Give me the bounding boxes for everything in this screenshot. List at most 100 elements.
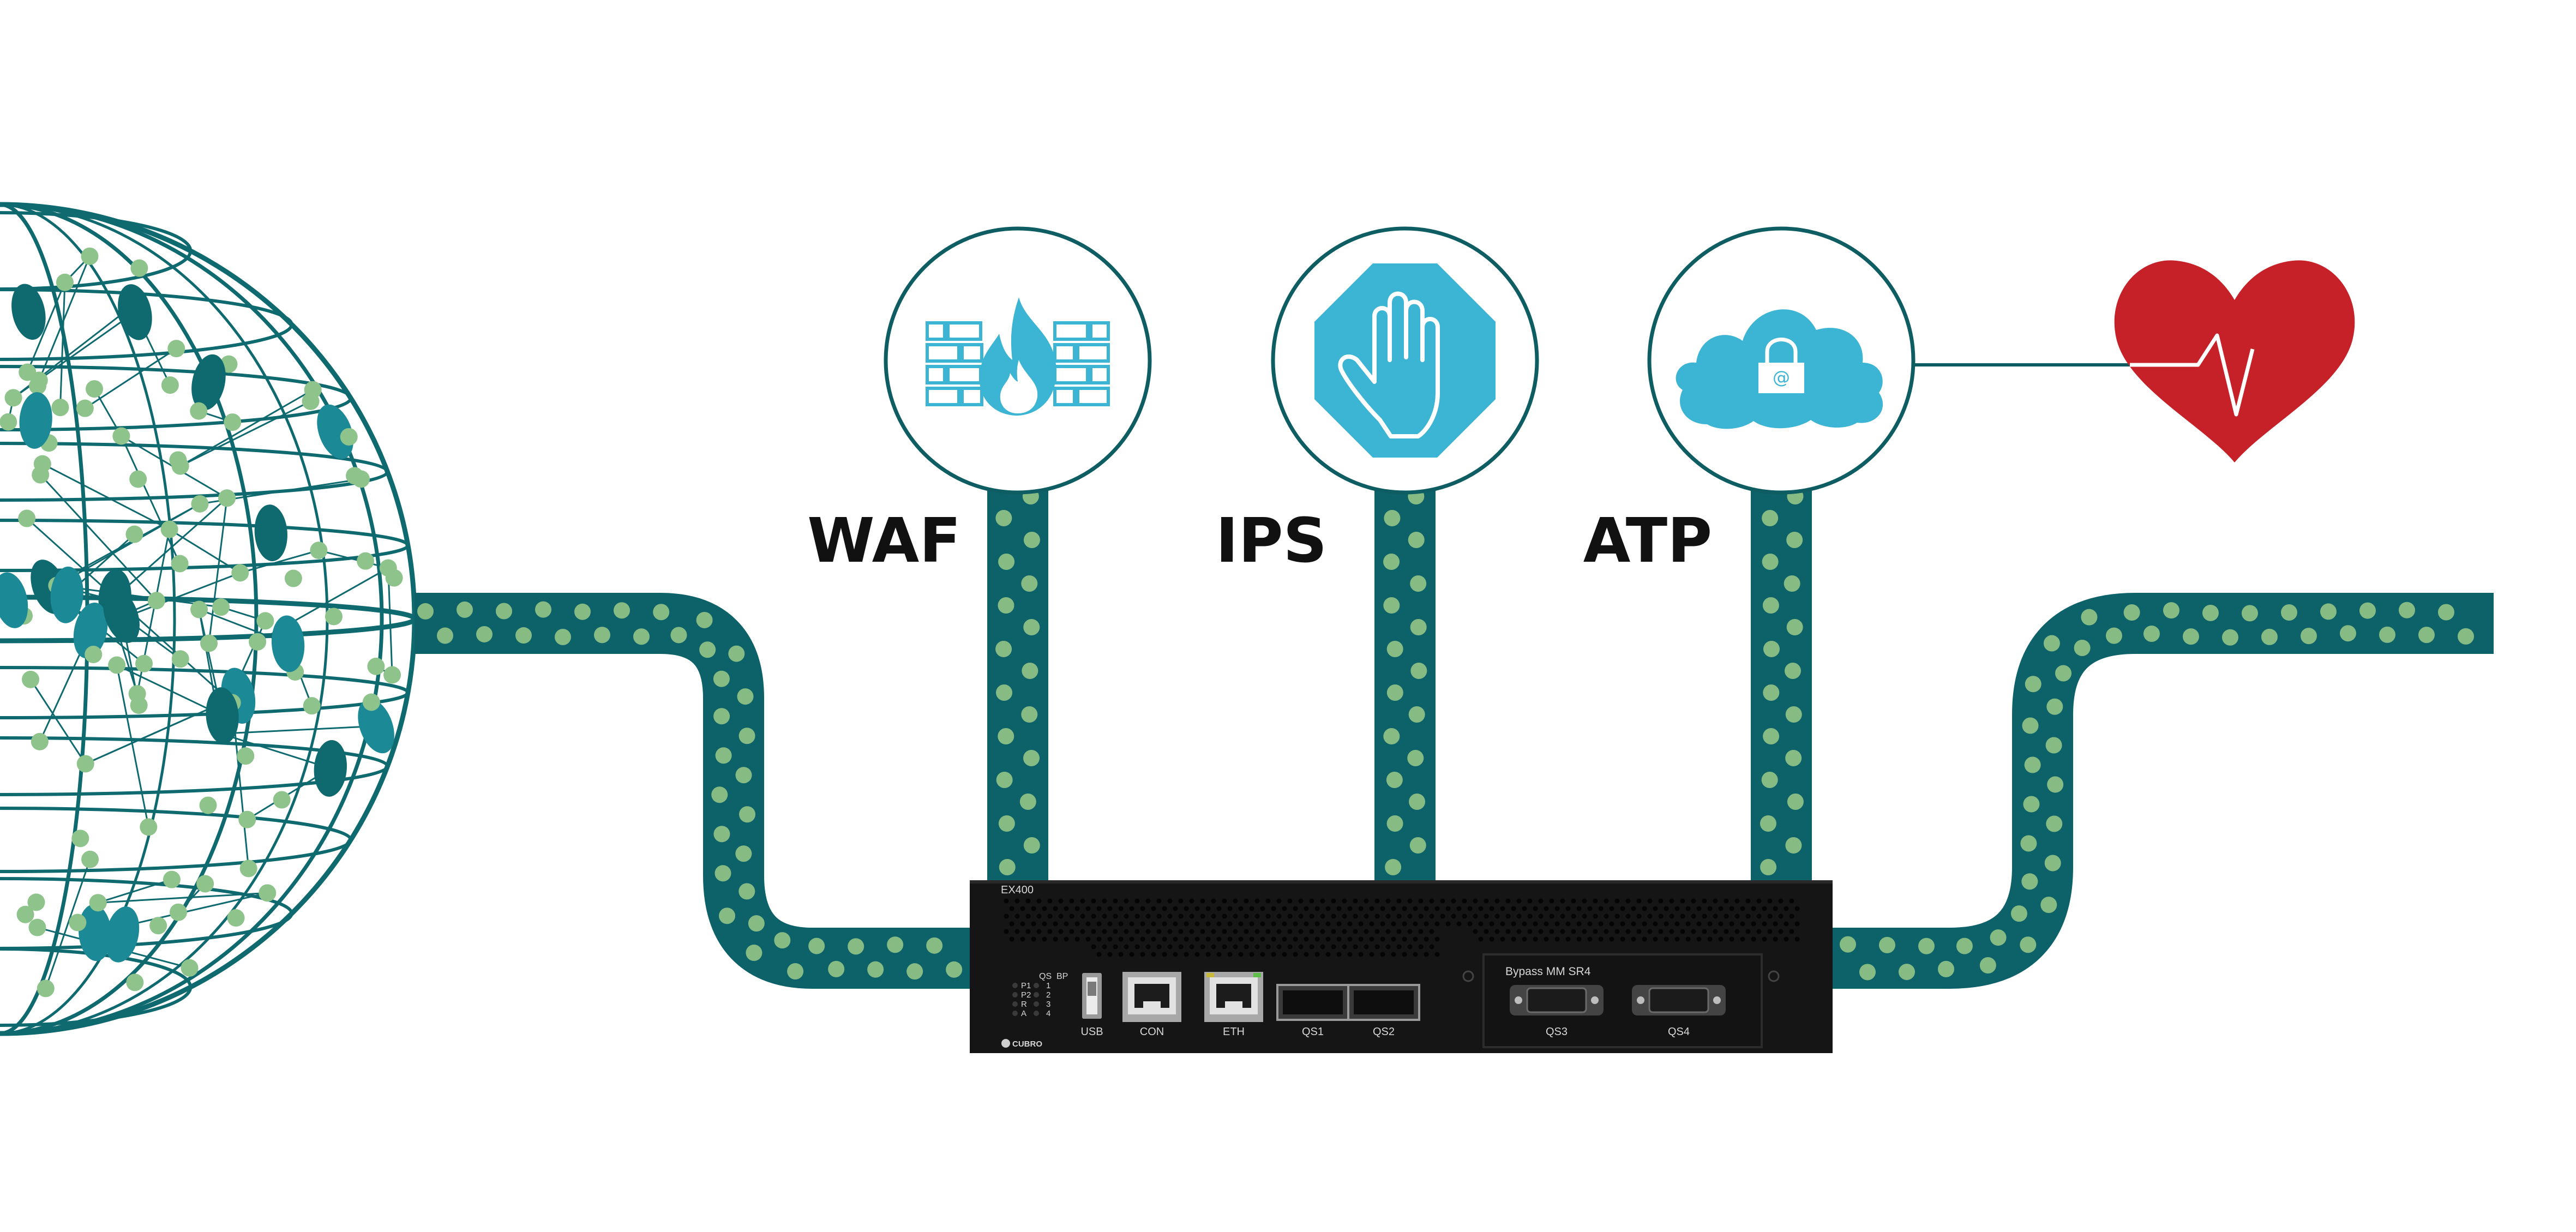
vent-hole xyxy=(1718,906,1724,911)
vent-hole xyxy=(1140,952,1145,957)
vent-hole xyxy=(1298,944,1304,949)
globe-node xyxy=(130,696,148,714)
vent-hole xyxy=(1244,898,1249,904)
vent-hole xyxy=(1091,898,1096,904)
globe-latitude xyxy=(0,211,193,291)
vent-hole xyxy=(1173,921,1178,927)
vent-hole xyxy=(1238,906,1244,911)
globe-node xyxy=(71,830,89,848)
pipe-dot xyxy=(808,937,825,954)
globe-node xyxy=(86,380,104,398)
vent-hole xyxy=(1004,898,1009,904)
vent-hole xyxy=(1189,929,1194,934)
pipe-dot xyxy=(476,626,493,642)
vent-hole xyxy=(1691,914,1696,919)
vent-hole xyxy=(1489,921,1494,927)
globe-node xyxy=(196,875,214,893)
status-led xyxy=(1012,1011,1018,1016)
vent-hole xyxy=(1533,906,1538,911)
vent-hole xyxy=(1374,898,1380,904)
pipe-dot xyxy=(1760,815,1776,832)
vent-hole xyxy=(1287,929,1293,934)
flame-shape xyxy=(979,297,1056,416)
globe-node xyxy=(304,381,322,399)
vent-hole xyxy=(1189,898,1194,904)
vent-hole xyxy=(1625,929,1631,934)
globe-node xyxy=(89,894,107,912)
vent-hole xyxy=(1691,898,1696,904)
status-led xyxy=(1012,992,1018,997)
vent-hole xyxy=(1276,898,1282,904)
globe-node xyxy=(346,467,364,485)
pipe-dot xyxy=(633,628,650,645)
globe-node xyxy=(81,247,99,265)
globe-node xyxy=(325,608,343,626)
vent-hole xyxy=(1511,921,1516,927)
globe-node xyxy=(256,612,274,630)
vent-hole xyxy=(1385,898,1391,904)
globe-meridian xyxy=(0,203,329,1035)
globe-node-large xyxy=(317,404,353,459)
vent-hole xyxy=(1604,914,1609,919)
pipe-dot xyxy=(1840,936,1856,953)
qs2-port[interactable] xyxy=(1347,984,1420,1021)
vent-hole xyxy=(1304,936,1309,942)
globe-mesh-line xyxy=(56,503,201,587)
vent-hole xyxy=(1767,898,1773,904)
vent-hole xyxy=(1440,914,1445,919)
pipe-dot xyxy=(996,684,1013,701)
vent-hole xyxy=(1053,906,1058,911)
vent-hole xyxy=(1456,906,1462,911)
vent-hole xyxy=(1036,929,1042,934)
pipe-dot xyxy=(2044,855,2061,872)
vent-hole xyxy=(1085,921,1091,927)
vent-hole xyxy=(1287,914,1293,919)
qs1-port[interactable] xyxy=(1276,984,1349,1021)
vent-hole xyxy=(1407,898,1413,904)
vent-hole xyxy=(1445,906,1451,911)
vent-hole xyxy=(1418,914,1424,919)
vent-hole xyxy=(1364,898,1369,904)
globe-node xyxy=(16,905,34,923)
globe-node xyxy=(108,656,126,674)
vent-hole xyxy=(1358,906,1364,911)
led-row-label: P1 xyxy=(1021,981,1031,990)
qs1-label: QS1 xyxy=(1302,1026,1324,1038)
globe-mesh-line xyxy=(120,435,181,564)
vent-hole xyxy=(1620,921,1625,927)
vent-hole xyxy=(1249,921,1254,927)
vent-hole xyxy=(1074,936,1080,942)
vent-hole xyxy=(1314,906,1320,911)
qs3-port[interactable] xyxy=(1510,985,1604,1015)
vent-hole xyxy=(1467,906,1473,911)
vent-hole xyxy=(1374,944,1380,949)
vent-hole xyxy=(1636,898,1642,904)
vent-hole xyxy=(1309,929,1314,934)
vent-hole xyxy=(1778,929,1784,934)
ethernet-port[interactable] xyxy=(1204,972,1263,1022)
qs4-port[interactable] xyxy=(1632,985,1726,1015)
vent-hole xyxy=(1784,906,1789,911)
vent-hole xyxy=(1669,929,1674,934)
vent-hole xyxy=(1156,898,1162,904)
pipe-dot xyxy=(1762,510,1779,526)
led-header-qs: QS xyxy=(1039,972,1052,981)
led-row-label: P2 xyxy=(1021,990,1031,1000)
vent-hole xyxy=(1429,929,1434,934)
console-port[interactable] xyxy=(1122,972,1181,1022)
globe-node-large xyxy=(50,566,83,623)
globe-node xyxy=(340,428,358,446)
pipe-dot xyxy=(1785,837,1802,854)
vent-hole xyxy=(1233,944,1238,949)
vent-hole xyxy=(1271,952,1276,957)
vent-hole xyxy=(1265,944,1271,949)
vent-hole xyxy=(1031,936,1036,942)
pipe-dot xyxy=(2046,698,2063,715)
vent-hole xyxy=(1353,914,1358,919)
vent-hole xyxy=(1102,898,1107,904)
globe-node xyxy=(56,273,74,291)
vent-hole xyxy=(1554,936,1560,942)
usb-port[interactable] xyxy=(1082,973,1102,1019)
vent-hole xyxy=(1402,936,1407,942)
vent-hole xyxy=(1374,929,1380,934)
